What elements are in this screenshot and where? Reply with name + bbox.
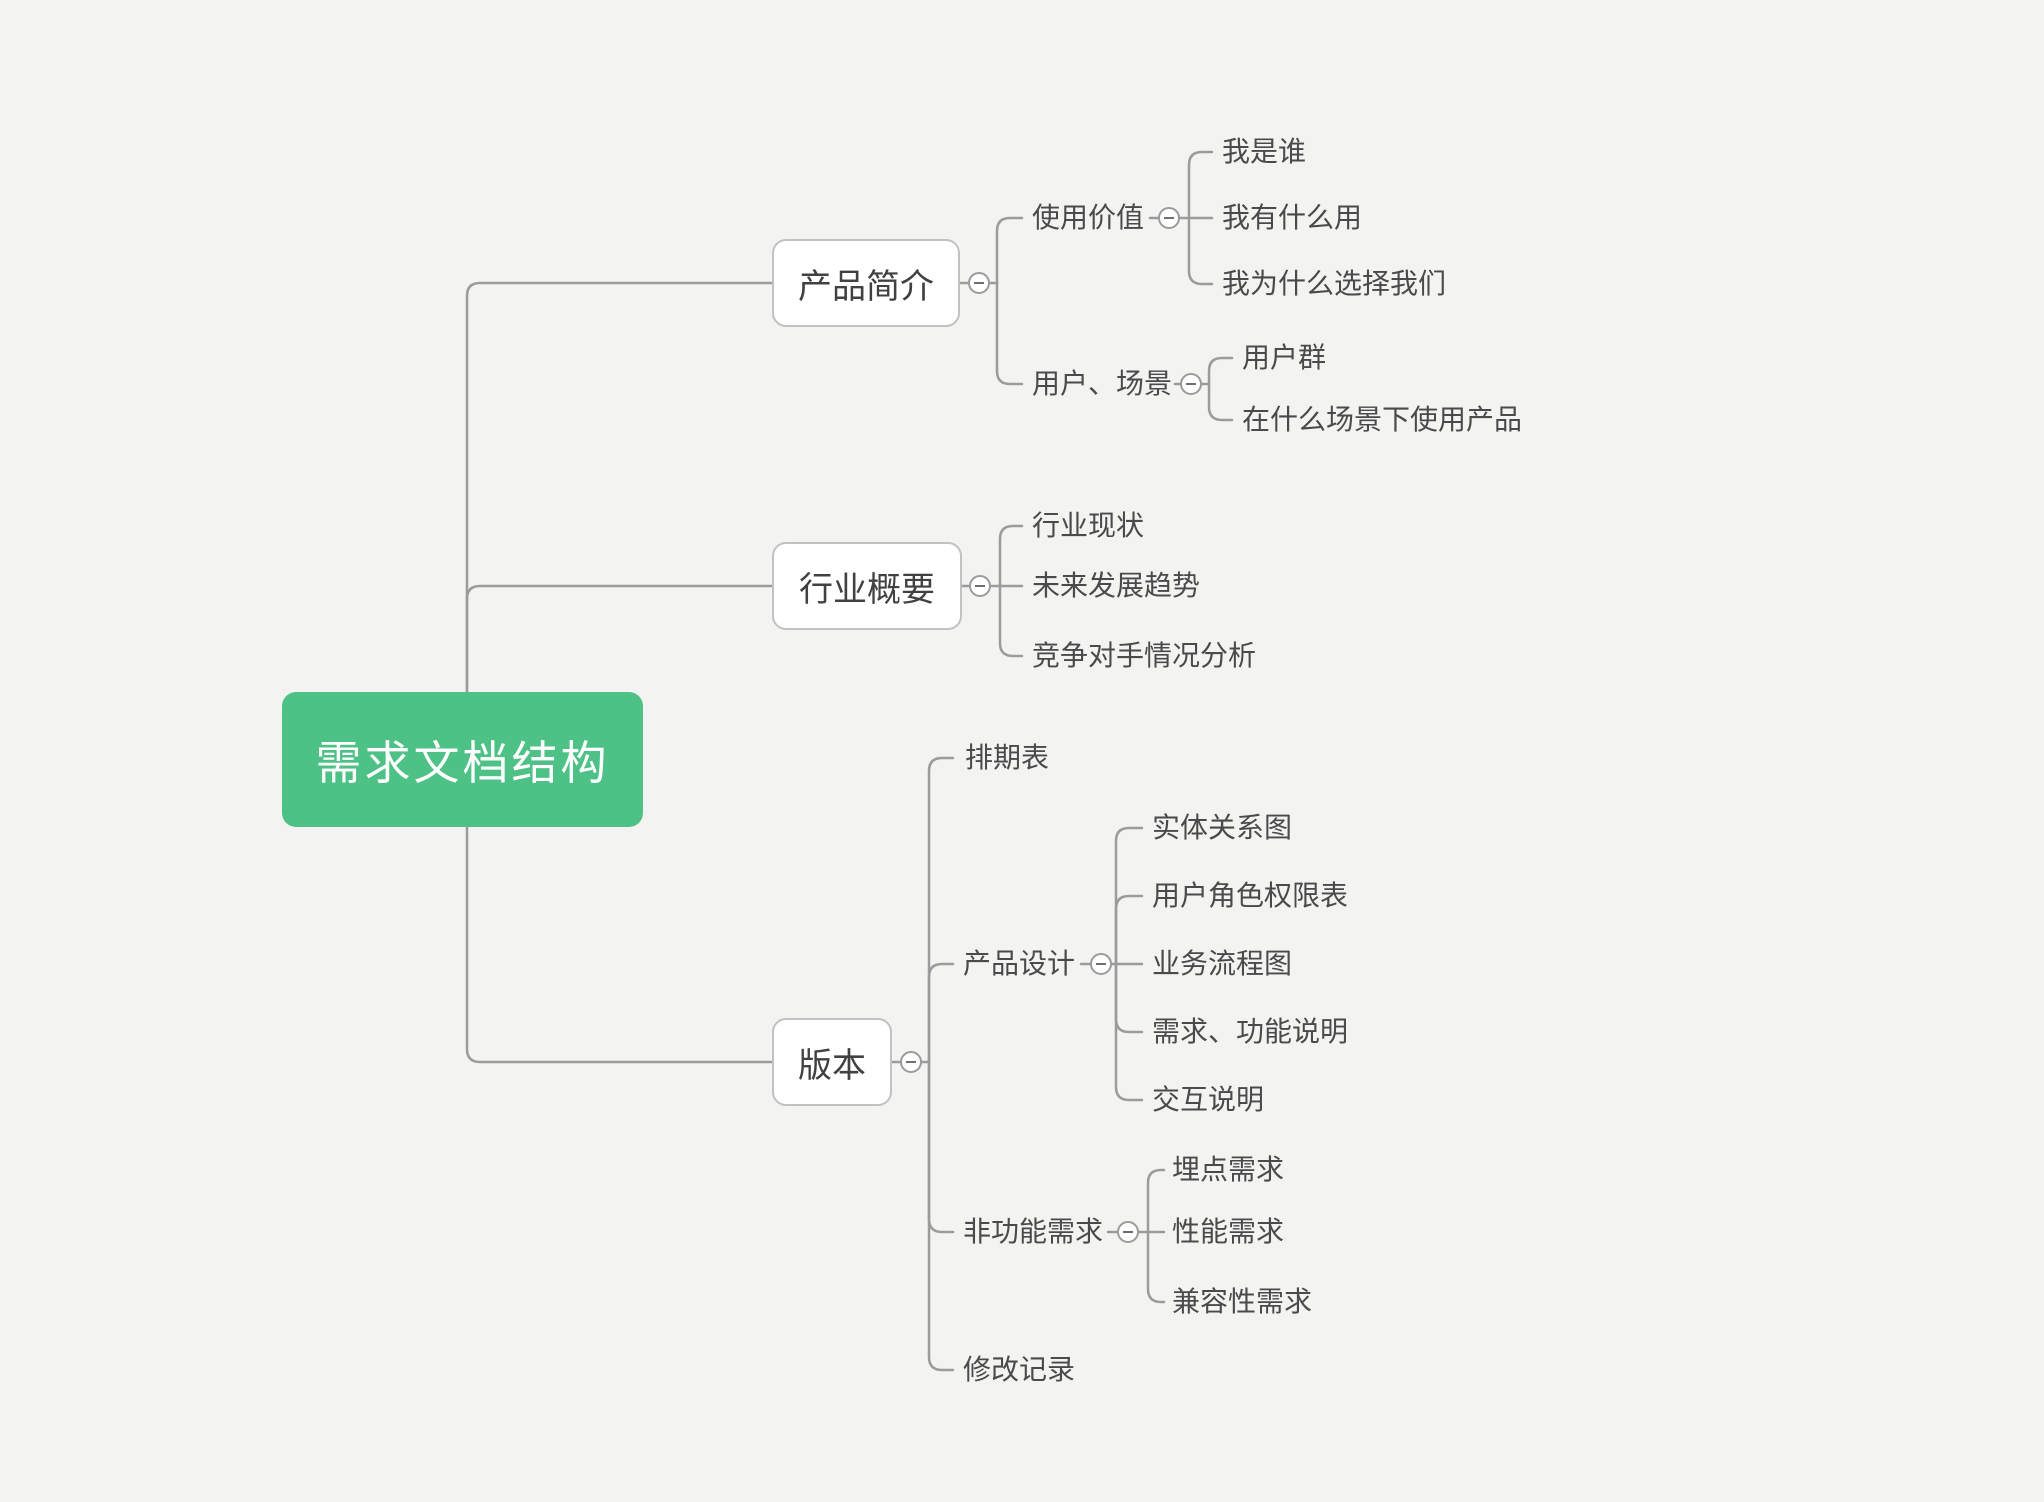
node-usage-scenarios[interactable]: 在什么场景下使用产品 [1242, 404, 1523, 435]
node-industry-overview[interactable]: 行业概要 [772, 542, 962, 630]
connector-industry-overview [960, 524, 1024, 658]
node-business-flowchart[interactable]: 业务流程图 [1152, 948, 1293, 979]
node-non-functional-requirements[interactable]: 非功能需求 [963, 1216, 1104, 1247]
minus-icon [975, 585, 985, 587]
node-industry-status[interactable]: 行业现状 [1032, 510, 1145, 541]
connector-root-branches [465, 281, 774, 1064]
minus-icon [1123, 1231, 1133, 1233]
minus-icon [974, 282, 984, 284]
collapse-toggle-users-scenarios[interactable] [1180, 373, 1202, 395]
node-product-design[interactable]: 产品设计 [963, 948, 1076, 979]
node-interaction-spec[interactable]: 交互说明 [1152, 1084, 1265, 1115]
node-compatibility-requirements[interactable]: 兼容性需求 [1172, 1286, 1313, 1317]
node-root-requirement-doc-structure[interactable]: 需求文档结构 [282, 692, 643, 827]
collapse-toggle-product-design[interactable] [1090, 953, 1112, 975]
connector-product-intro [958, 150, 1234, 422]
node-what-use-am-i[interactable]: 我有什么用 [1222, 202, 1363, 233]
collapse-toggle-version[interactable] [900, 1051, 922, 1073]
node-usage-value[interactable]: 使用价值 [1032, 202, 1145, 233]
minus-icon [1164, 217, 1174, 219]
collapse-toggle-non-functional[interactable] [1117, 1221, 1139, 1243]
minus-icon [1096, 963, 1106, 965]
node-who-am-i[interactable]: 我是谁 [1222, 136, 1307, 167]
collapse-toggle-product-intro[interactable] [968, 272, 990, 294]
node-performance-requirements[interactable]: 性能需求 [1172, 1216, 1285, 1247]
node-version[interactable]: 版本 [772, 1018, 892, 1106]
collapse-toggle-usage-value[interactable] [1158, 207, 1180, 229]
minus-icon [1186, 383, 1196, 385]
node-competitor-analysis[interactable]: 竞争对手情况分析 [1032, 640, 1257, 671]
node-schedule[interactable]: 排期表 [965, 742, 1050, 773]
node-er-diagram[interactable]: 实体关系图 [1152, 812, 1293, 843]
node-user-groups[interactable]: 用户群 [1242, 342, 1327, 373]
node-future-trends[interactable]: 未来发展趋势 [1032, 570, 1201, 601]
connector-version [890, 756, 1166, 1372]
collapse-toggle-industry-overview[interactable] [969, 575, 991, 597]
node-product-intro[interactable]: 产品简介 [772, 239, 960, 327]
node-role-permission-table[interactable]: 用户角色权限表 [1152, 880, 1349, 911]
node-tracking-requirements[interactable]: 埋点需求 [1172, 1154, 1285, 1185]
node-change-log[interactable]: 修改记录 [963, 1354, 1076, 1385]
node-requirement-function-spec[interactable]: 需求、功能说明 [1152, 1016, 1349, 1047]
minus-icon [906, 1061, 916, 1063]
node-why-choose-us[interactable]: 我为什么选择我们 [1222, 268, 1447, 299]
node-users-scenarios[interactable]: 用户、场景 [1032, 368, 1173, 399]
